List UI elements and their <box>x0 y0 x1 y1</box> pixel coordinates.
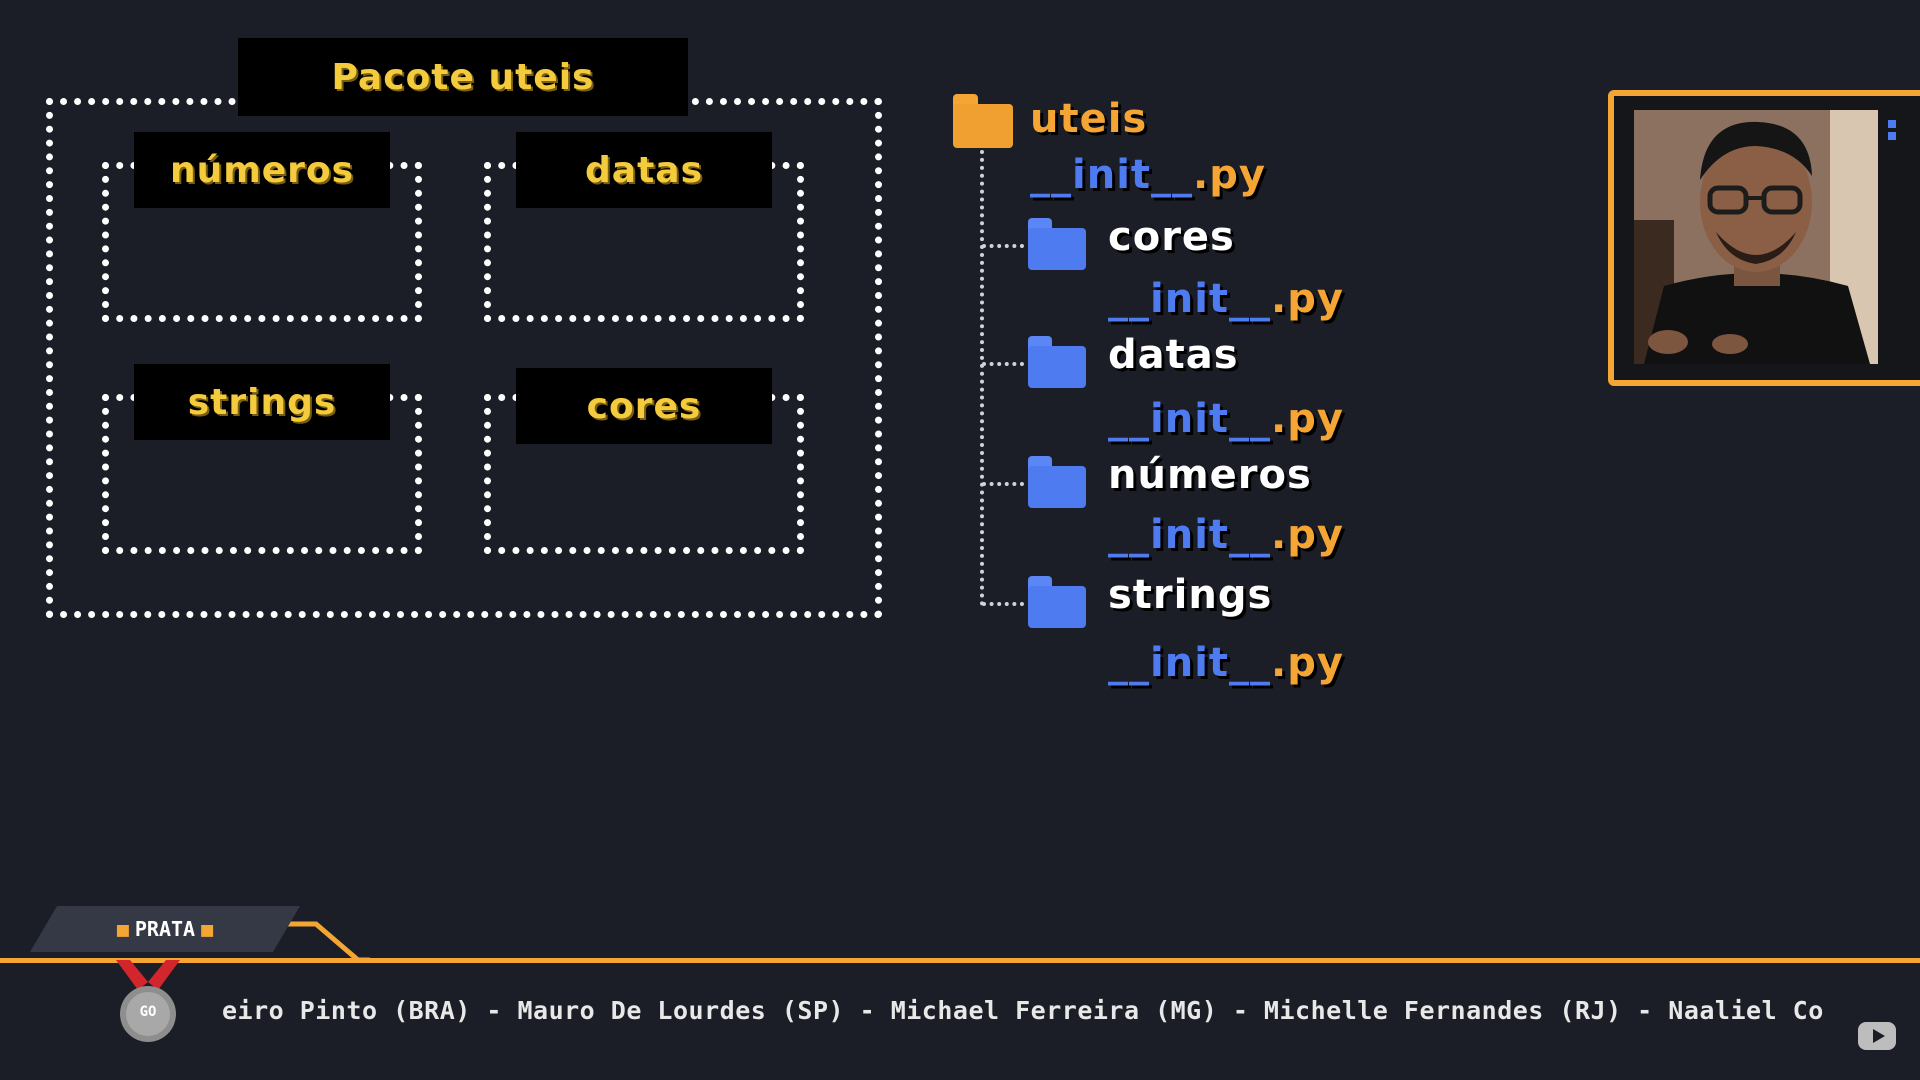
module-label-numeros: números <box>134 132 390 208</box>
webcam-side-marker <box>1888 118 1898 144</box>
init-file-numeros: __init__.py <box>1108 512 1344 558</box>
module-label-datas: datas <box>516 132 772 208</box>
folder-icon <box>1028 336 1086 388</box>
supporters-names: eiro Pinto (BRA) - Mauro De Lourdes (SP)… <box>222 996 1824 1025</box>
folder-name-strings: strings <box>1108 572 1273 618</box>
folder-icon <box>953 94 1013 148</box>
tier-marker-left: ■ <box>116 917 129 941</box>
package-title: Pacote uteis <box>238 38 688 116</box>
folder-icon <box>1028 456 1086 508</box>
medal-icon <box>116 960 180 1042</box>
file-ext: .py <box>1271 276 1344 322</box>
file-base: __init__ <box>1108 512 1272 558</box>
tier-label: PRATA <box>134 917 196 941</box>
folder-name-numeros: números <box>1108 452 1312 498</box>
tree-branch <box>982 244 1024 248</box>
ticker-accent-line <box>0 958 1920 963</box>
folder-name-datas: datas <box>1108 332 1239 378</box>
init-file-datas: __init__.py <box>1108 396 1344 442</box>
file-ext: .py <box>1193 152 1266 198</box>
init-file-cores: __init__.py <box>1108 276 1344 322</box>
file-ext: .py <box>1271 640 1344 686</box>
tier-tab: ■ PRATA ■ <box>30 906 300 952</box>
webcam-video <box>1634 110 1878 364</box>
tier-marker-right: ■ <box>201 917 214 941</box>
file-base: __init__ <box>1108 276 1272 322</box>
module-label-cores: cores <box>516 368 772 444</box>
init-file-strings: __init__.py <box>1108 640 1344 686</box>
root-folder-name: uteis <box>1030 96 1148 142</box>
file-base: __init__ <box>1108 640 1272 686</box>
file-base: __init__ <box>1108 396 1272 442</box>
tree-branch <box>982 362 1024 366</box>
root-init-file: __init__.py <box>1030 152 1266 198</box>
tree-branch <box>982 482 1024 486</box>
tree-branch <box>982 602 1024 606</box>
tree-connector <box>980 150 984 606</box>
presenter-image <box>1634 110 1878 364</box>
folder-icon <box>1028 576 1086 628</box>
file-ext: .py <box>1271 512 1344 558</box>
module-label-strings: strings <box>134 364 390 440</box>
folder-name-cores: cores <box>1108 214 1235 260</box>
medal-text: GO <box>139 1004 157 1020</box>
file-base: __init__ <box>1030 152 1194 198</box>
play-logo-icon[interactable] <box>1858 1020 1896 1052</box>
folder-icon <box>1028 218 1086 270</box>
file-ext: .py <box>1271 396 1344 442</box>
